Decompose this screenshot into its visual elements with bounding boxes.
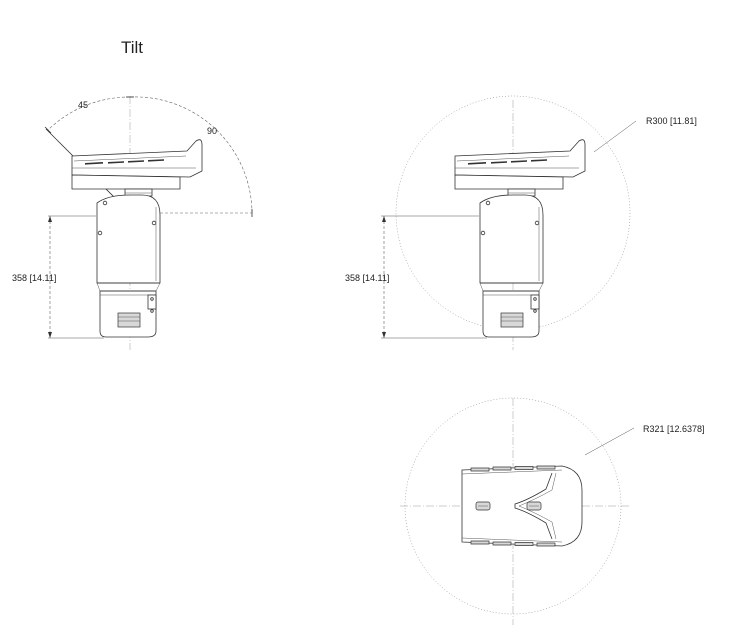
height-label-left: 358 [14.11] [12, 273, 56, 283]
tilt-side-view: 45 90 358 [14.11] [12, 96, 253, 350]
tilt-arc-up [47, 96, 131, 131]
top-view: R321 [12.6378] [400, 397, 705, 625]
radius-label-top: R321 [12.6378] [643, 424, 705, 434]
housing-top [461, 465, 583, 547]
radius-side-view: R300 [11.81] 358 [14.11] [345, 95, 697, 350]
tilt-arc-down [129, 96, 253, 214]
height-label-right: 358 [14.11] [345, 273, 389, 283]
drawing-title: Tilt [121, 38, 143, 57]
tilt-up-angle: 45 [78, 100, 88, 110]
radius-label-side: R300 [11.81] [646, 116, 697, 126]
rotation-circle-top [404, 397, 622, 615]
tilt-down-angle: 90 [207, 126, 217, 136]
